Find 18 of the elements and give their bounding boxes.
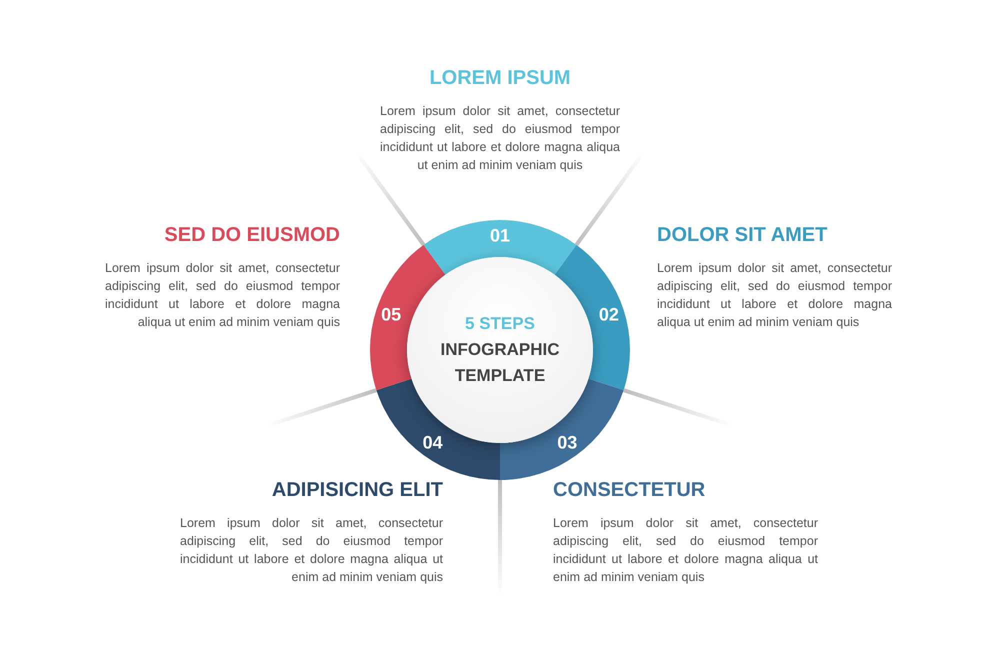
step-description: Lorem ipsum dolor sit amet, consectetur adipiscing elit, sed do eiusmod tempor incididunt ut labore et dolore magna aliqua ut enim ad minim veniam quis [105, 260, 340, 331]
ring-segment [424, 220, 576, 275]
center-subtitle: 5 STEPS [464, 313, 536, 335]
step-description: Lorem ipsum dolor sit amet, consectetur adipiscing elit, sed do eiusmod tempor incididunt ut labore et dolore magna aliqua ut enim ad minim veniam quis [657, 260, 892, 331]
step-heading: CONSECTETUR [553, 478, 706, 502]
step-heading: LOREM IPSUM [428, 66, 572, 90]
step-description: Lorem ipsum dolor sit amet, consectetur adipiscing elit, sed do eiusmod tempor incididunt ut labore et dolore magna aliqua ut enim ad minim veniam quis [553, 515, 818, 586]
step-number: 04 [422, 432, 443, 453]
step-number: 03 [557, 432, 578, 453]
step-description: Lorem ipsum dolor sit amet, consectetur adipiscing elit, sed do eiusmod tempor incididunt ut labore et dolore magna aliqua ut enim ad minim veniam quis [380, 103, 620, 174]
step-number: 01 [490, 226, 510, 246]
step-description: Lorem ipsum dolor sit amet, consectetur adipiscing elit, sed do eiusmod tempor incididunt ut labore et dolore magna aliqua ut enim ad minim veniam quis [180, 515, 443, 586]
step-number: 05 [381, 304, 402, 325]
step-heading: ADIPISICING ELIT [270, 478, 443, 502]
step-number: 02 [598, 304, 619, 325]
step-heading: SED DO EIUSMOD [163, 223, 340, 247]
center-title: INFOGRAPHIC TEMPLATE [440, 339, 560, 387]
step-heading: DOLOR SIT AMET [657, 223, 828, 247]
